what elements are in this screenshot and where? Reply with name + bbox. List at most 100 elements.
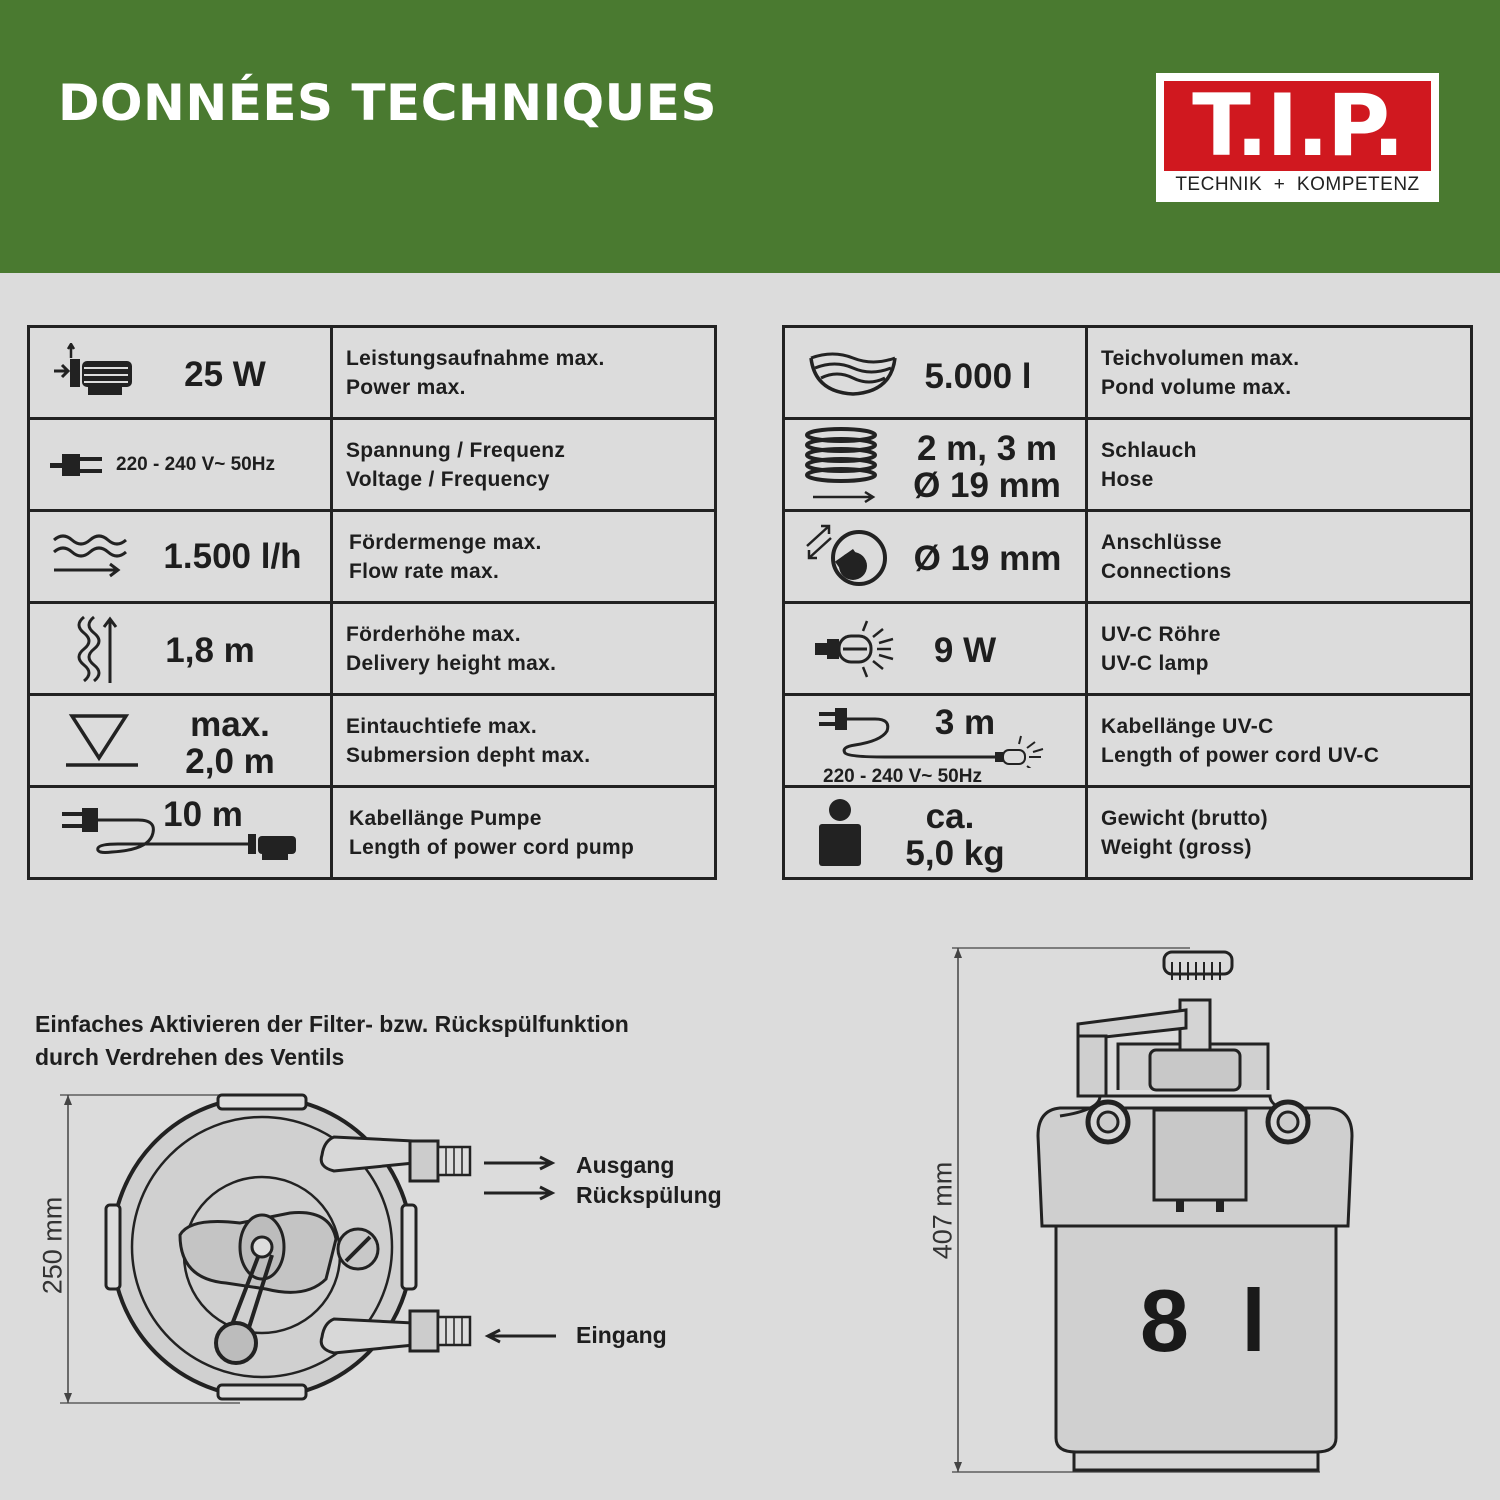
spec-value-cell: 25 W xyxy=(27,325,333,420)
uv-value: 9 W xyxy=(933,631,997,670)
submersion-value-2: 2,0 m xyxy=(185,742,275,781)
power-value: 25 W xyxy=(184,355,266,394)
power-label-en: Power max. xyxy=(346,375,466,399)
spec-desc-cell: Schlauch Hose xyxy=(1085,417,1473,512)
spec-value-cell: ca. 5,0 kg xyxy=(782,785,1088,880)
spec-row-height: 1,8 m Förderhöhe max. Delivery height ma… xyxy=(27,601,717,696)
voltage-value: 220 - 240 V~ 50Hz xyxy=(116,454,275,475)
spec-value-cell: 220 - 240 V~ 50Hz xyxy=(27,417,333,512)
hose-value-1: 2 m, 3 m xyxy=(916,429,1058,468)
weight-label-de: Gewicht (brutto) xyxy=(1101,806,1268,830)
logo-letters: T.I.P. xyxy=(1192,76,1405,176)
pump-motor-icon xyxy=(54,342,132,395)
voltage-label-de: Spannung / Frequenz xyxy=(346,438,566,462)
power-plug-icon xyxy=(50,453,102,476)
spec-row-pond: 5.000 l Teichvolumen max. Pond volume ma… xyxy=(782,325,1473,420)
volume-label: 8 l xyxy=(1140,1271,1280,1370)
backwash-label: Rückspülung xyxy=(576,1182,722,1208)
pump-cable-label-en: Length of power cord pump xyxy=(349,835,635,859)
flow-value: 1.500 l/h xyxy=(163,537,302,576)
uv-lamp-icon xyxy=(815,620,894,677)
delivery-height-icon xyxy=(77,615,118,683)
uv-label-en: UV-C lamp xyxy=(1101,651,1209,675)
spec-value-cell: 3 m 220 - 240 V~ 50Hz xyxy=(782,693,1088,788)
logo-red-block: T.I.P. xyxy=(1164,77,1431,175)
height-label-de: Förderhöhe max. xyxy=(346,622,521,646)
filter-top-view-drawing xyxy=(60,1093,556,1404)
spec-row-voltage: 220 - 240 V~ 50Hz Spannung / Frequenz Vo… xyxy=(27,417,717,512)
spec-desc-cell: UV-C Röhre UV-C lamp xyxy=(1085,601,1473,696)
uv-cable-value: 3 m xyxy=(934,703,996,742)
uv-cable-voltage: 220 - 240 V~ 50Hz xyxy=(823,766,982,787)
spec-value-cell: 1.500 l/h xyxy=(27,509,333,604)
submersion-label-en: Submersion depht max. xyxy=(346,743,591,767)
hose-value-2: Ø 19 mm xyxy=(913,466,1061,505)
hose-label-en: Hose xyxy=(1101,467,1154,491)
connection-icon xyxy=(806,524,887,586)
spec-value-cell: 2 m, 3 m Ø 19 mm xyxy=(782,417,1088,512)
weight-value-2: 5,0 kg xyxy=(905,834,1005,873)
submersion-value-1: max. xyxy=(190,705,270,744)
pump-cable-icon xyxy=(62,808,296,860)
filter-side-view-drawing xyxy=(952,947,1354,1473)
header-bar: DONNÉES TECHNIQUES T.I.P. TECHNIK + KOMP… xyxy=(0,0,1500,273)
connections-value: Ø 19 mm xyxy=(913,539,1062,578)
uv-cable-label-de: Kabellänge UV-C xyxy=(1101,714,1274,738)
flow-label-de: Fördermenge max. xyxy=(349,530,542,554)
outlet-label: Ausgang xyxy=(576,1152,675,1178)
hose-coil-icon xyxy=(805,426,877,503)
spec-desc-cell: Gewicht (brutto) Weight (gross) xyxy=(1085,785,1473,880)
valve-instructions: Einfaches Aktivieren der Filter- bzw. Rü… xyxy=(35,1008,629,1074)
height-label-en: Delivery height max. xyxy=(346,651,557,675)
spec-row-hose: 2 m, 3 m Ø 19 mm Schlauch Hose xyxy=(782,417,1473,512)
spec-value-cell: Ø 19 mm xyxy=(782,509,1088,604)
spec-desc-cell: Kabellänge UV-C Length of power cord UV-… xyxy=(1085,693,1473,788)
spec-row-flow: 1.500 l/h Fördermenge max. Flow rate max… xyxy=(27,509,717,604)
spec-row-uv-cable: 3 m 220 - 240 V~ 50Hz Kabellänge UV-C Le… xyxy=(782,693,1473,788)
weight-value-1: ca. xyxy=(925,797,975,836)
connections-label-en: Connections xyxy=(1101,559,1232,583)
tip-logo: T.I.P. TECHNIK + KOMPETENZ xyxy=(1156,73,1439,202)
logo-tagline: TECHNIK + KOMPETENZ xyxy=(1175,174,1420,195)
spec-desc-cell: Teichvolumen max. Pond volume max. xyxy=(1085,325,1473,420)
inlet-label: Eingang xyxy=(576,1322,667,1348)
uv-label-de: UV-C Röhre xyxy=(1101,622,1221,646)
spec-desc-cell: Anschlüsse Connections xyxy=(1085,509,1473,604)
spec-value-cell: 5.000 l xyxy=(782,325,1088,420)
spec-desc-cell: Förderhöhe max. Delivery height max. xyxy=(330,601,717,696)
flow-waves-icon xyxy=(53,534,127,577)
height-value: 1,8 m xyxy=(165,631,255,670)
page-title: DONNÉES TECHNIQUES xyxy=(58,74,717,132)
right-spec-table: 5.000 l Teichvolumen max. Pond volume ma… xyxy=(782,325,1473,880)
spec-value-cell: 1,8 m xyxy=(27,601,333,696)
weight-icon xyxy=(819,798,861,866)
instructions-line-2: durch Verdrehen des Ventils xyxy=(35,1044,345,1070)
spec-row-uv: 9 W UV-C Röhre UV-C lamp xyxy=(782,601,1473,696)
height-dimension: 407 mm xyxy=(927,1161,958,1260)
width-dimension: 250 mm xyxy=(37,1196,68,1295)
uv-cable-label-en: Length of power cord UV-C xyxy=(1101,743,1380,767)
hose-label-de: Schlauch xyxy=(1101,438,1197,462)
spec-row-pump-cable: 10 m Kabellänge Pumpe Length of power co… xyxy=(27,785,717,880)
spec-desc-cell: Leistungsaufnahme max. Power max. xyxy=(330,325,717,420)
pump-cable-label-de: Kabellänge Pumpe xyxy=(349,806,542,830)
submersion-label-de: Eintauchtiefe max. xyxy=(346,714,537,738)
pond-value: 5.000 l xyxy=(924,357,1032,396)
flow-label-en: Flow rate max. xyxy=(349,559,500,583)
spec-desc-cell: Fördermenge max. Flow rate max. xyxy=(330,509,717,604)
connections-label-de: Anschlüsse xyxy=(1101,530,1222,554)
instructions-line-1: Einfaches Aktivieren der Filter- bzw. Rü… xyxy=(35,1011,629,1037)
spec-desc-cell: Eintauchtiefe max. Submersion depht max. xyxy=(330,693,717,788)
spec-value-cell: max. 2,0 m xyxy=(27,693,333,788)
uv-cable-icon xyxy=(819,708,1044,768)
spec-row-power: 25 W Leistungsaufnahme max. Power max. xyxy=(27,325,717,420)
left-spec-table: 25 W Leistungsaufnahme max. Power max. 2… xyxy=(27,325,717,880)
spec-value-cell: 10 m xyxy=(27,785,333,880)
spec-desc-cell: Kabellänge Pumpe Length of power cord pu… xyxy=(330,785,717,880)
pond-label-en: Pond volume max. xyxy=(1101,375,1292,399)
spec-desc-cell: Spannung / Frequenz Voltage / Frequency xyxy=(330,417,717,512)
weight-label-en: Weight (gross) xyxy=(1101,835,1252,859)
submersion-depth-icon xyxy=(66,713,138,767)
voltage-label-en: Voltage / Frequency xyxy=(346,467,550,491)
pond-label-de: Teichvolumen max. xyxy=(1101,346,1300,370)
